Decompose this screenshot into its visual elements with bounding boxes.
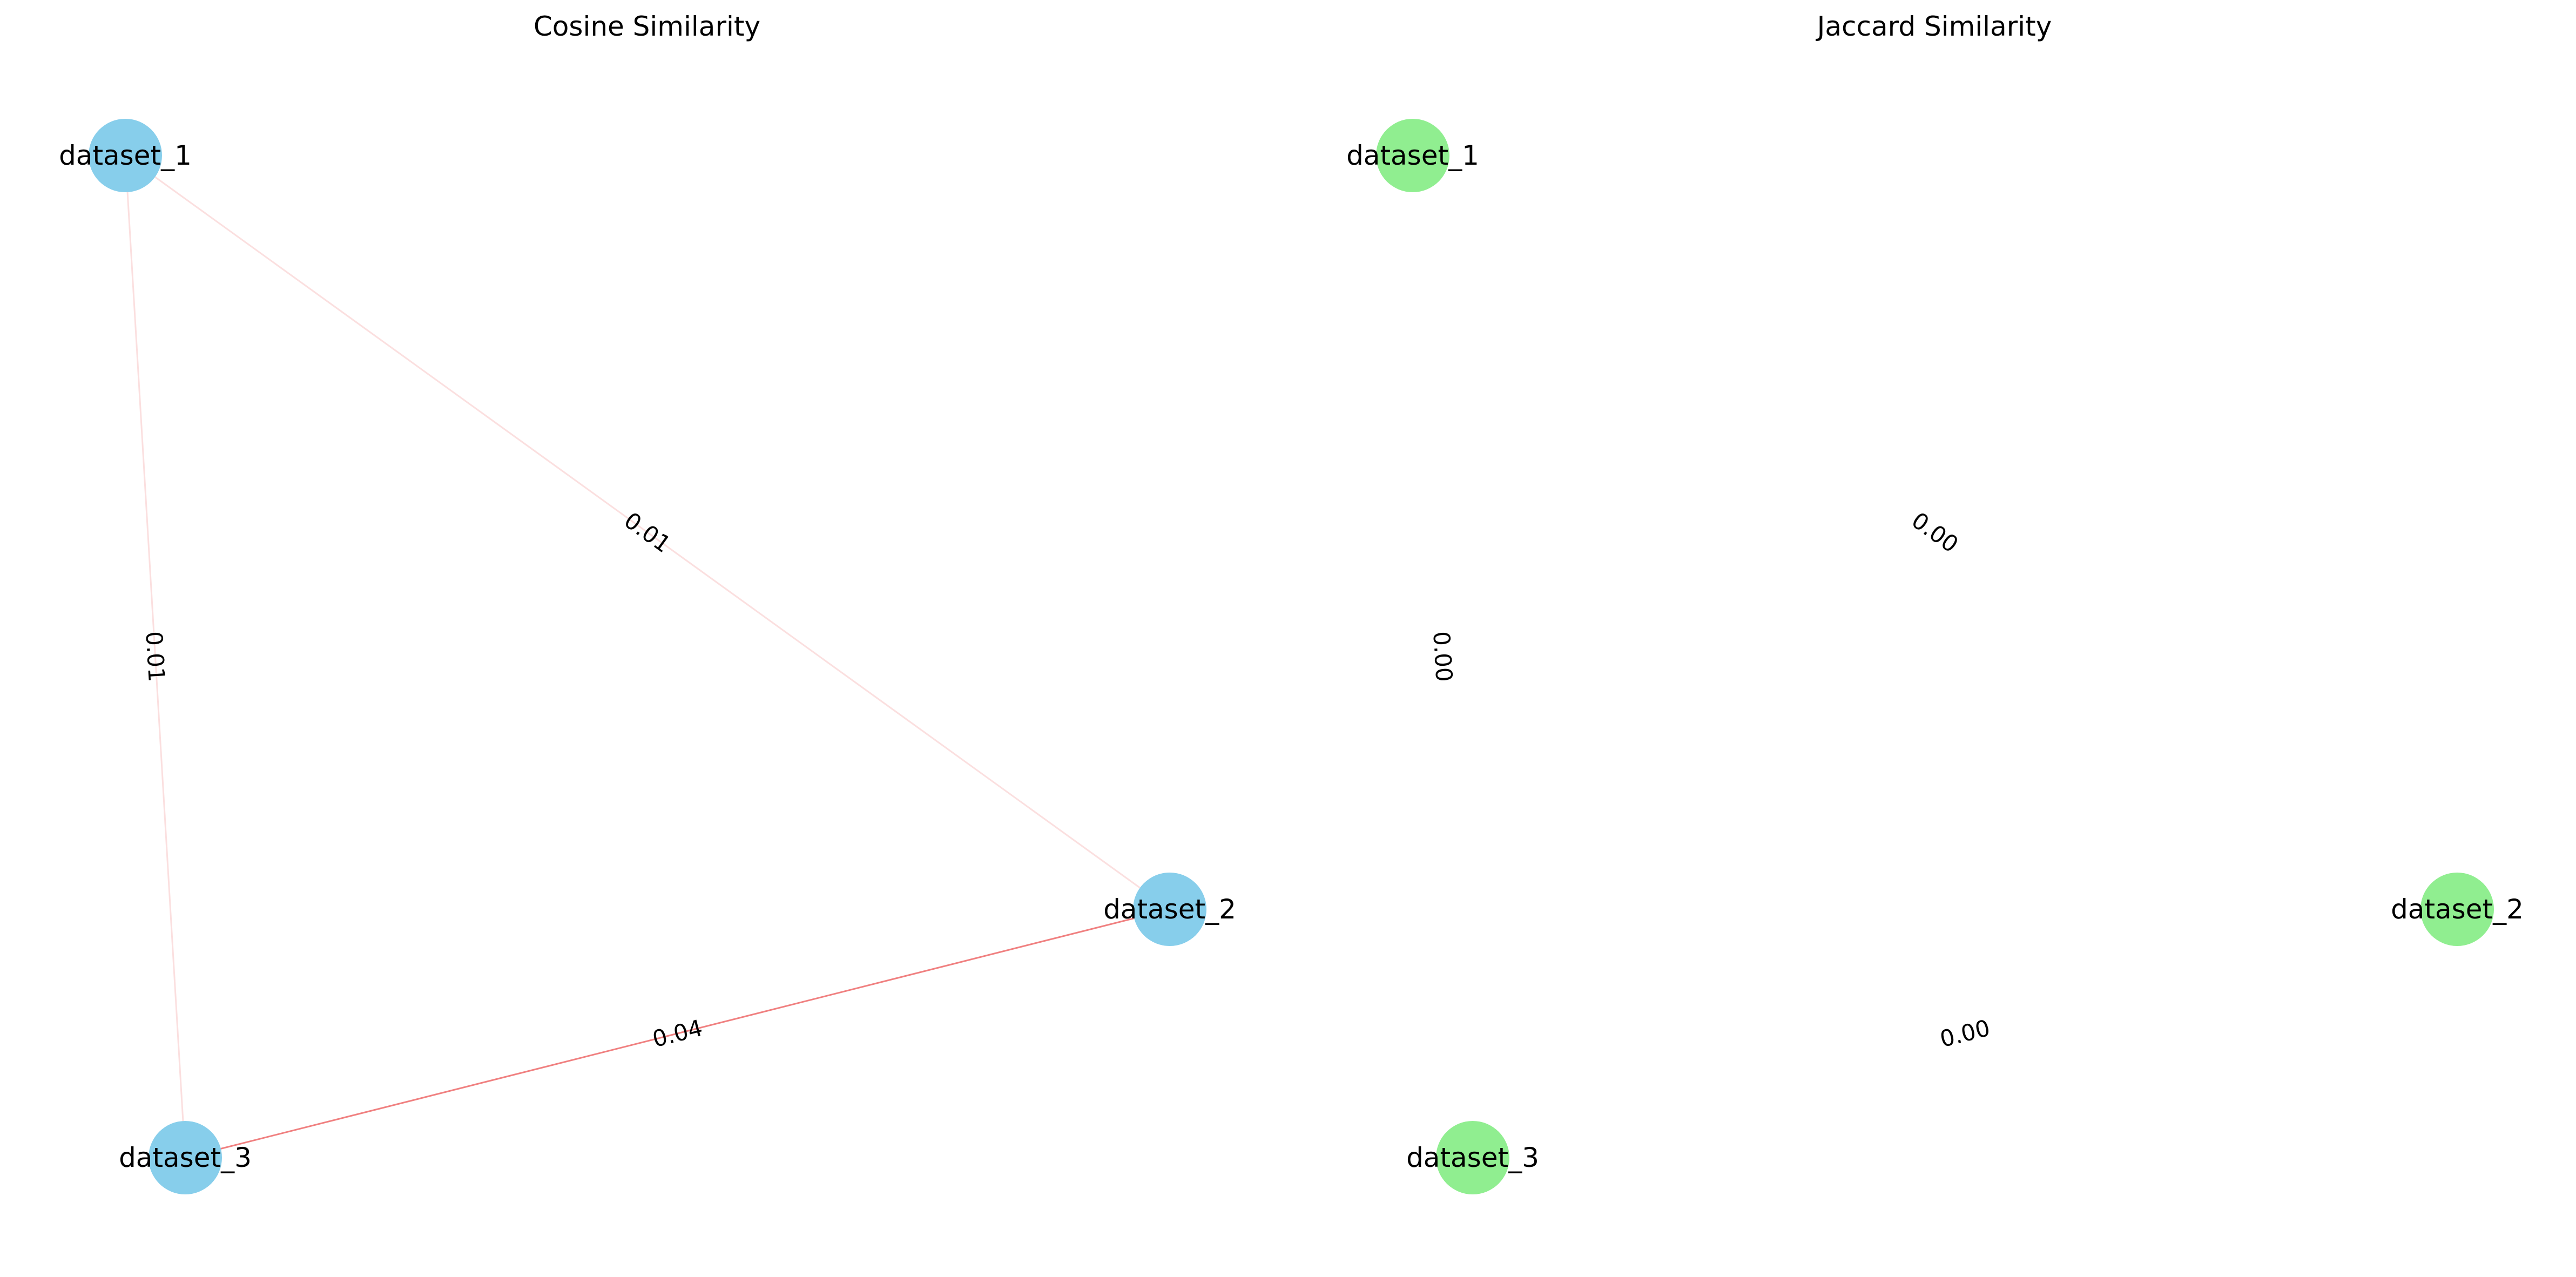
jaccard-nodes: dataset_1 dataset_2 dataset_3 bbox=[1346, 119, 2524, 1194]
node-circle bbox=[2420, 873, 2494, 946]
node-dataset_3: dataset_3 bbox=[119, 1121, 252, 1194]
node-dataset_1: dataset_1 bbox=[59, 119, 192, 192]
edge-dataset_1-dataset_2 bbox=[125, 154, 1170, 910]
cosine-edges bbox=[124, 154, 1170, 1159]
node-dataset_3: dataset_3 bbox=[1406, 1121, 1539, 1194]
edge-weight-label: 0.01 bbox=[140, 631, 170, 683]
edge-weight-label: 0.00 bbox=[1428, 631, 1457, 683]
jaccard-panel-title: Jaccard Similarity bbox=[1816, 11, 2052, 42]
cosine-similarity-panel: Cosine Similarity 0.01 0.01 0.04 dataset_1… bbox=[59, 11, 1236, 1194]
node-label: dataset_3 bbox=[119, 1142, 252, 1173]
cosine-nodes: dataset_1 dataset_2 dataset_3 bbox=[59, 119, 1236, 1194]
node-dataset_2: dataset_2 bbox=[2391, 873, 2524, 946]
edge-weight-label: 0.04 bbox=[650, 1015, 705, 1052]
node-label: dataset_3 bbox=[1406, 1142, 1539, 1173]
cosine-panel-title: Cosine Similarity bbox=[534, 11, 760, 42]
edge-dataset_1-dataset_3 bbox=[124, 155, 186, 1158]
node-label: dataset_2 bbox=[1103, 894, 1236, 925]
node-circle bbox=[149, 1121, 222, 1194]
jaccard-edges bbox=[1413, 156, 2457, 1158]
node-dataset_2: dataset_2 bbox=[1103, 873, 1236, 946]
node-dataset_1: dataset_1 bbox=[1346, 119, 1479, 192]
edge-weight-label: 0.00 bbox=[1907, 507, 1964, 558]
edge-weight-label: 0.00 bbox=[1937, 1015, 1993, 1052]
jaccard-similarity-panel: Jaccard Similarity 0.00 0.00 0.00 dataset_… bbox=[1346, 11, 2524, 1194]
node-label: dataset_1 bbox=[59, 140, 192, 171]
node-circle bbox=[1436, 1121, 1509, 1194]
edge-dataset_2-dataset_3 bbox=[185, 908, 1170, 1159]
node-label: dataset_2 bbox=[2391, 894, 2524, 925]
edge-weight-label: 0.01 bbox=[619, 507, 676, 558]
jaccard-edge-labels: 0.00 0.00 0.00 bbox=[1428, 507, 1993, 1052]
node-label: dataset_1 bbox=[1346, 140, 1479, 171]
node-circle bbox=[89, 119, 162, 192]
node-circle bbox=[1133, 873, 1206, 946]
node-circle bbox=[1376, 119, 1449, 192]
cosine-edge-labels: 0.01 0.01 0.04 bbox=[140, 507, 705, 1052]
